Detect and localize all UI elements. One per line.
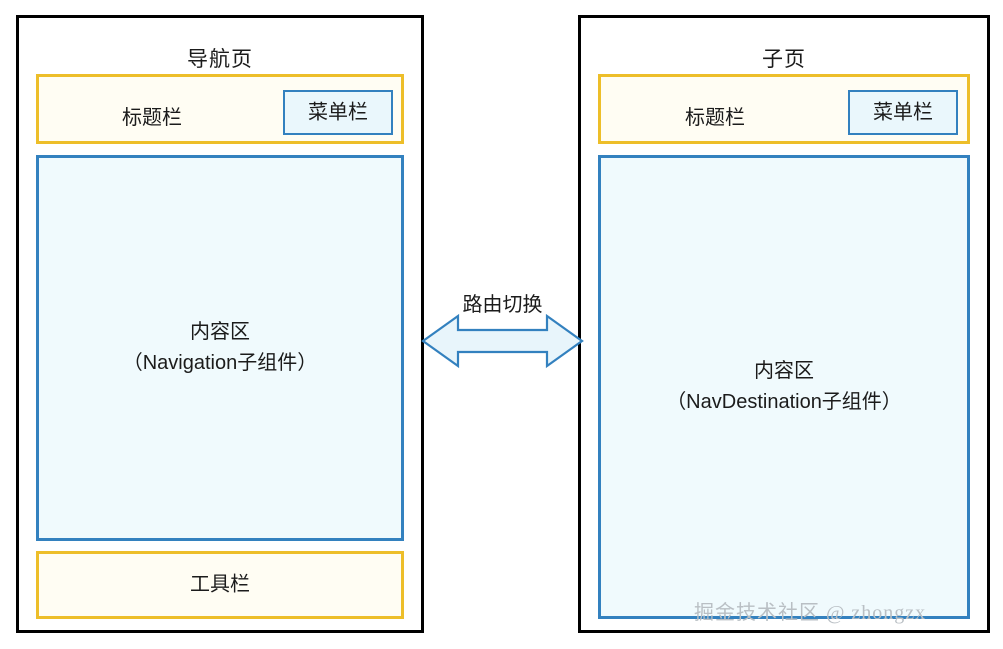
child-menu-bar-label: 菜单栏 xyxy=(873,101,933,123)
nav-content-line1: 内容区 xyxy=(190,321,250,343)
nav-tool-bar-label: 工具栏 xyxy=(190,573,250,596)
child-title-bar-label: 标题栏 xyxy=(685,107,745,129)
nav-menu-bar-label: 菜单栏 xyxy=(308,101,368,123)
child-content-label: 内容区 （NavDestination子组件） xyxy=(601,356,967,418)
route-switch-arrow xyxy=(420,312,585,370)
watermark-text: 掘金技术社区 @ zhongzx xyxy=(694,602,927,624)
nav-content-area: 内容区 （Navigation子组件） xyxy=(36,155,404,541)
nav-tool-bar: 工具栏 xyxy=(36,551,404,619)
child-content-line1: 内容区 xyxy=(754,360,814,382)
double-arrow-horizontal-icon xyxy=(421,313,584,369)
nav-menu-bar[interactable]: 菜单栏 xyxy=(283,90,393,135)
child-title-bar: 标题栏 菜单栏 xyxy=(598,74,970,144)
child-page-title: 子页 xyxy=(762,48,806,71)
route-switch-label: 路由切换 xyxy=(462,294,543,316)
child-page-panel: 子页 标题栏 菜单栏 内容区 （NavDestination子组件） xyxy=(578,15,990,633)
nav-title-bar: 标题栏 菜单栏 xyxy=(36,74,404,144)
child-menu-bar[interactable]: 菜单栏 xyxy=(848,90,958,135)
nav-content-line2: （Navigation子组件） xyxy=(122,352,318,374)
nav-title-bar-label: 标题栏 xyxy=(122,107,182,129)
nav-content-label: 内容区 （Navigation子组件） xyxy=(39,317,401,379)
child-content-line2: （NavDestination子组件） xyxy=(666,391,902,413)
nav-page-title: 导航页 xyxy=(187,48,253,71)
nav-page-panel: 导航页 标题栏 菜单栏 内容区 （Navigation子组件） 工具栏 xyxy=(16,15,424,633)
child-content-area: 内容区 （NavDestination子组件） xyxy=(598,155,970,619)
